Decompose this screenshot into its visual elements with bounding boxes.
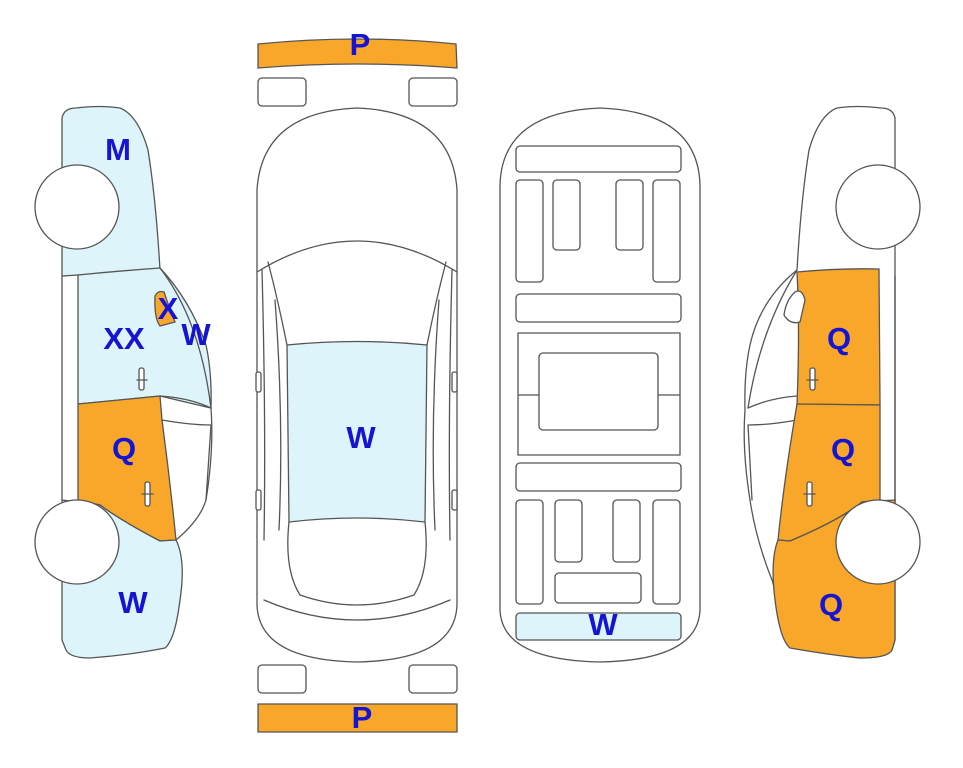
top-left-rear-handle — [255, 489, 262, 511]
right-front-door-label: Q — [827, 321, 851, 356]
right-front-door-handle — [809, 367, 816, 391]
right-side-view: Q Q Q — [743, 105, 921, 659]
front-bumper-label: P — [350, 27, 371, 62]
left-window-rear — [161, 419, 212, 501]
left-roof-rail — [159, 267, 213, 541]
right-roof-rail — [747, 269, 798, 409]
left-front-window-label: W — [181, 317, 211, 352]
rear-left-taillight — [257, 664, 307, 694]
underbody-front-left-inner — [552, 179, 581, 251]
underbody-front-right-rail — [652, 179, 681, 283]
top-right-a-pillar — [426, 261, 447, 346]
right-window-rear — [747, 419, 798, 501]
right-window-lower — [747, 395, 798, 409]
top-left-door-line — [261, 269, 266, 541]
left-side-view: M XX X W Q W — [34, 105, 213, 659]
top-left-pillar-inner — [274, 299, 282, 531]
underbody-front-left-rail — [515, 179, 544, 283]
top-hood-line — [256, 240, 458, 273]
top-view-car: W — [255, 107, 458, 663]
underbody-mid-crossmember — [515, 293, 682, 323]
left-front-door-label: XX — [103, 321, 145, 356]
underbody-rear-right-rail — [652, 499, 681, 605]
top-right-pillar-inner — [432, 299, 440, 531]
left-quarter-glass-label: X — [158, 291, 179, 326]
top-left-mirror — [255, 371, 262, 393]
front-left-headlight — [257, 77, 307, 107]
underbody-rear-tank — [554, 572, 642, 604]
underbody-rear-crossmember — [515, 462, 682, 492]
left-front-wheel — [34, 164, 120, 250]
left-window-lower — [159, 395, 212, 409]
top-rear-window — [287, 521, 427, 606]
underbody-view: W — [499, 107, 701, 663]
left-front-door-quarter-glass[interactable] — [154, 290, 176, 327]
rear-bumper[interactable] — [257, 703, 458, 733]
top-trunk-line — [263, 599, 451, 621]
underbody-front-crossmember — [515, 145, 682, 173]
top-right-door-line — [448, 269, 453, 541]
left-front-door[interactable] — [77, 267, 212, 409]
right-rear-quarter-label: Q — [819, 587, 843, 622]
rear-right-taillight — [408, 664, 458, 694]
underbody-rear-right-inner — [612, 499, 641, 563]
underbody-rear-label: W — [588, 607, 618, 642]
rear-bumper-group: P — [257, 664, 458, 735]
right-front-quarter-glass — [783, 290, 806, 324]
left-front-fender-label: M — [105, 132, 131, 167]
left-rear-door-label: Q — [112, 431, 136, 466]
front-bumper-group: P — [257, 27, 458, 107]
underbody-rear-panel[interactable] — [515, 612, 682, 641]
front-right-headlight — [408, 77, 458, 107]
front-bumper[interactable] — [257, 38, 458, 69]
right-front-wheel — [835, 164, 921, 250]
left-rear-wheel — [34, 499, 120, 585]
rear-bumper-label: P — [352, 700, 373, 735]
top-right-rear-handle — [451, 489, 458, 511]
left-front-door-handle — [138, 367, 145, 391]
underbody-front-right-inner — [615, 179, 644, 251]
underbody-floor-pan — [538, 352, 659, 431]
roof-label: W — [346, 420, 376, 455]
right-rear-door-label: Q — [831, 432, 855, 467]
left-rear-quarter-label: W — [118, 585, 148, 620]
top-right-mirror — [451, 371, 458, 393]
underbody-rear-left-inner — [554, 499, 583, 563]
right-rear-wheel — [835, 499, 921, 585]
top-left-a-pillar — [267, 261, 288, 346]
underbody-rear-left-rail — [515, 499, 544, 605]
